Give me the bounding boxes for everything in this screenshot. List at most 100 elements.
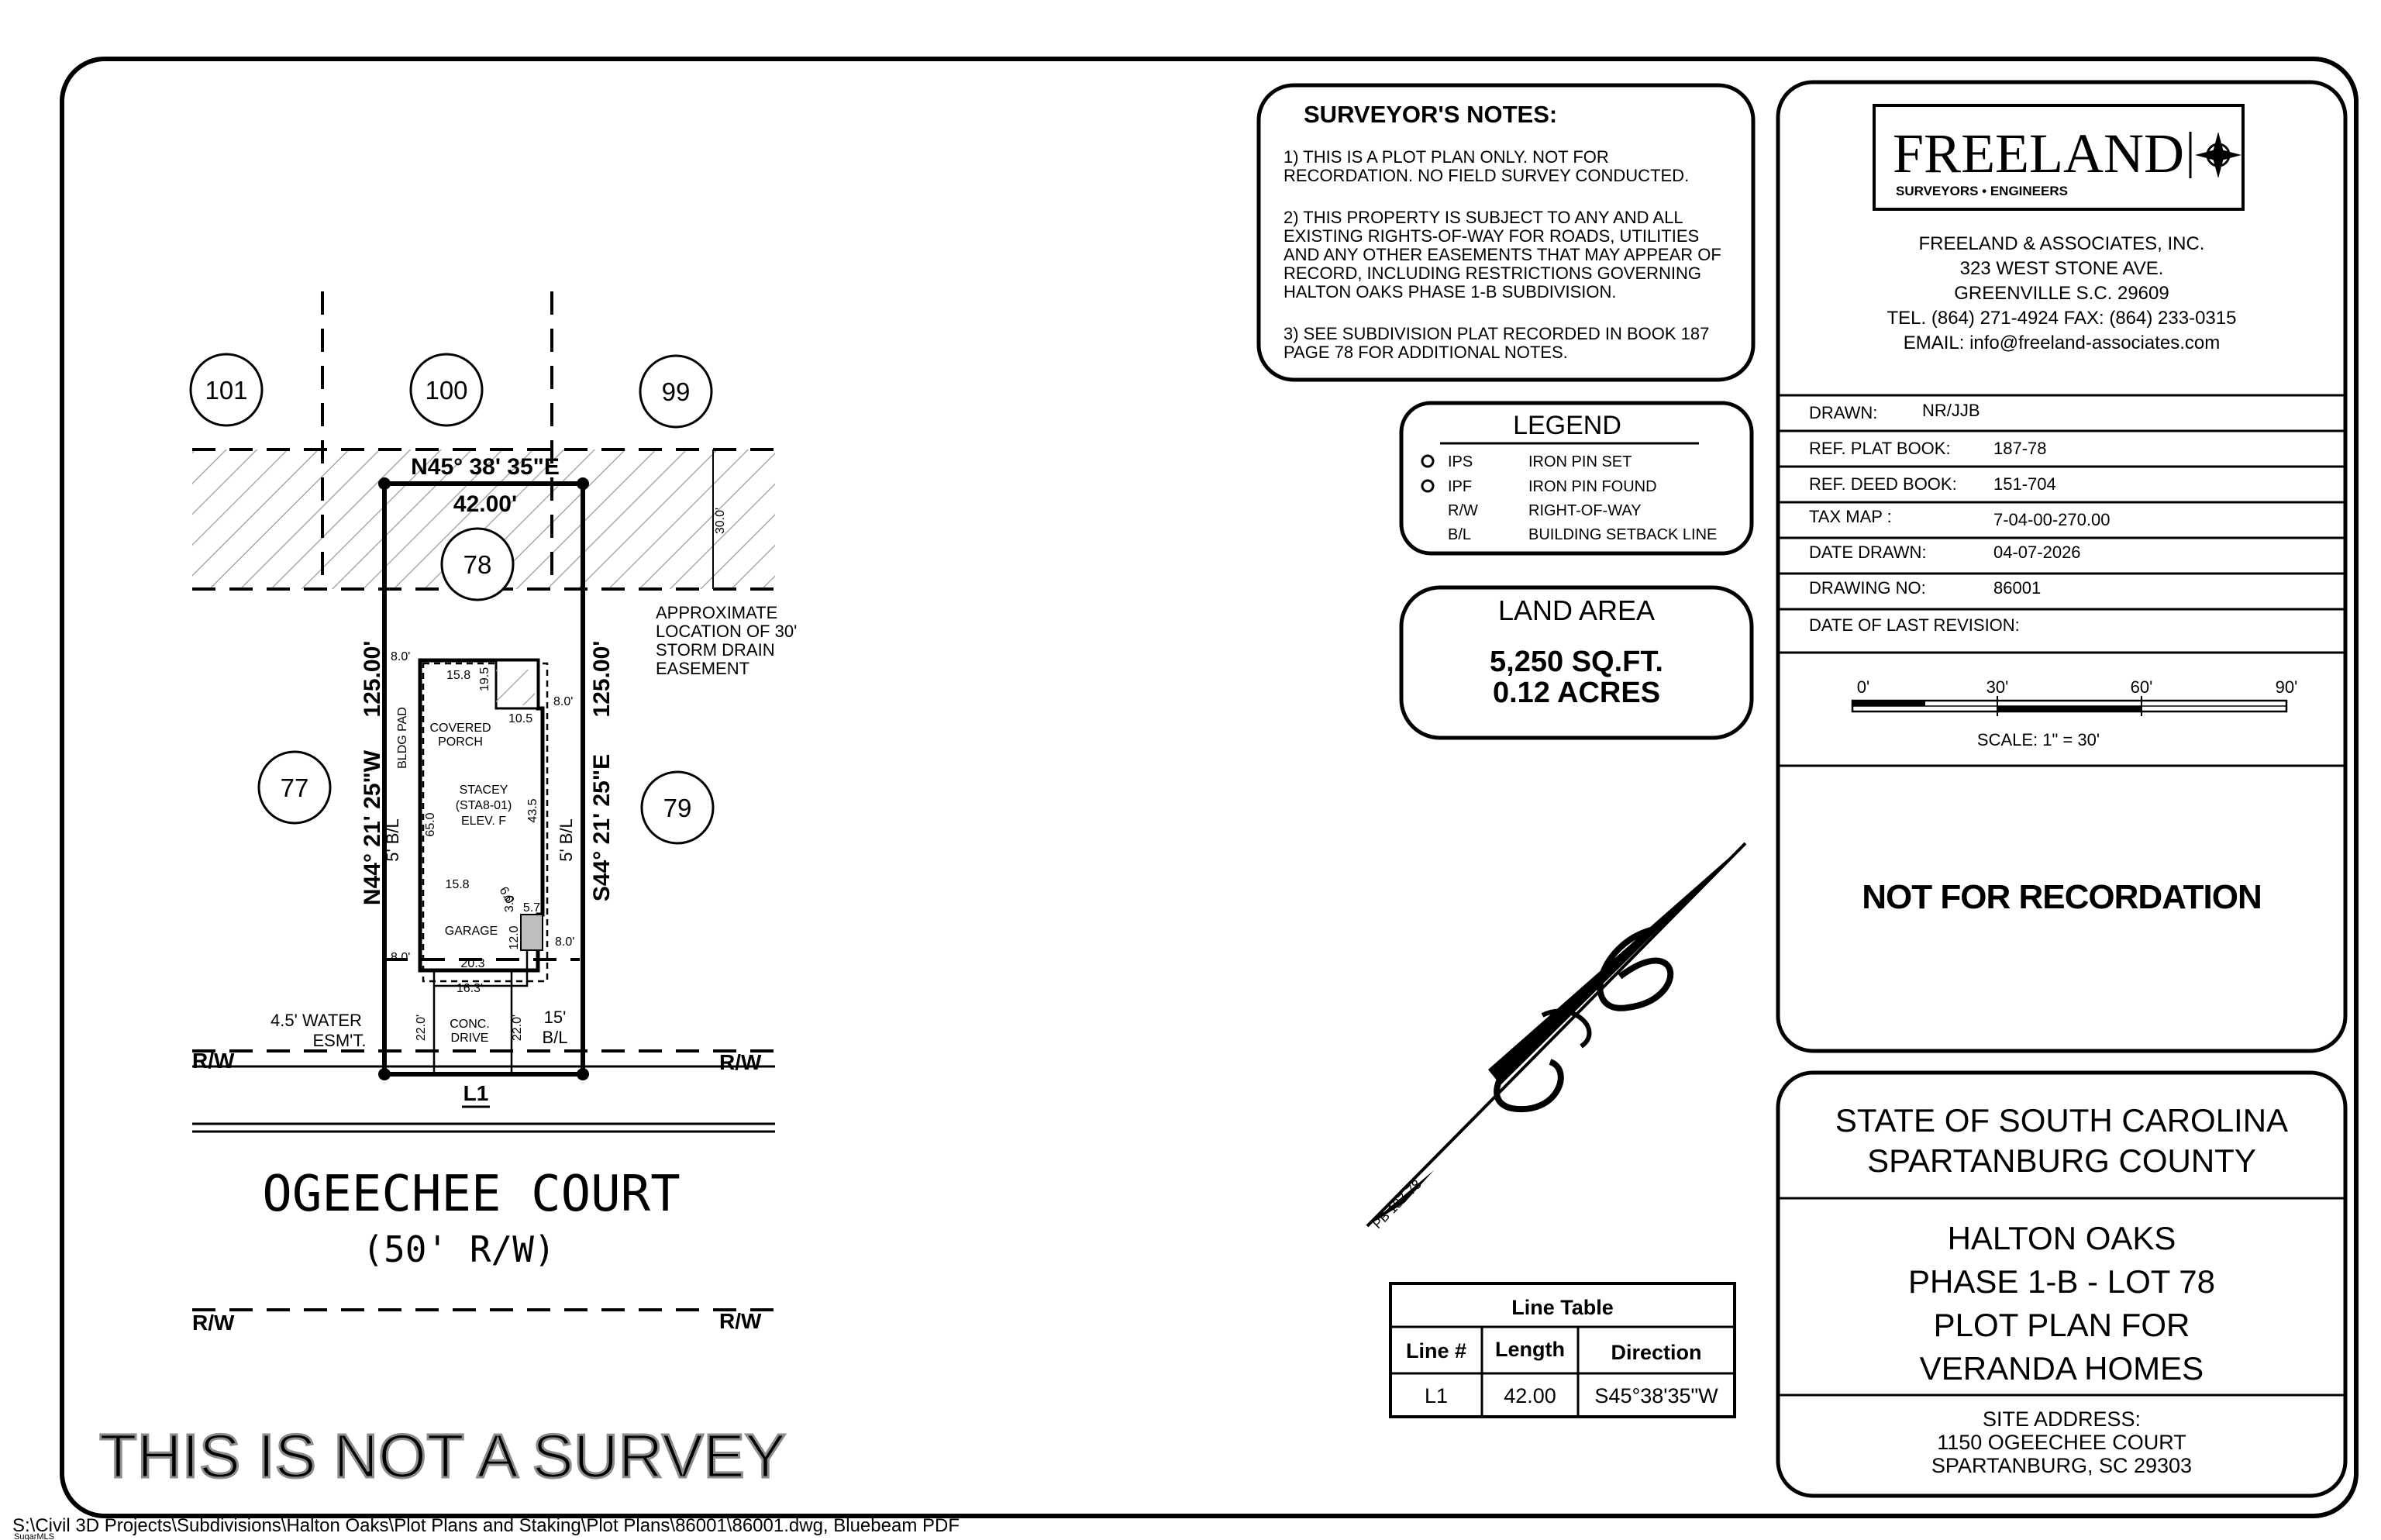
street-name: OGEECHEE COURT xyxy=(262,1166,680,1223)
drawing-info-table xyxy=(1778,394,2345,767)
garage-step xyxy=(520,914,543,951)
info-label-drawn: DRAWN: xyxy=(1809,403,1877,422)
not-a-survey-watermark: THIS IS NOT A SURVEY xyxy=(99,1421,786,1490)
title-block: STATE OF SOUTH CAROLINA SPARTANBURG COUN… xyxy=(1776,1070,2348,1498)
covered-porch-label-2: PORCH xyxy=(438,736,483,749)
iron-pin-found-icon xyxy=(1421,479,1435,493)
surveyors-notes-box: SURVEYOR'S NOTES: 1) THIS IS A PLOT PLAN… xyxy=(1256,83,1756,382)
lot-100-marker xyxy=(409,353,484,427)
line-table-title: Line Table xyxy=(1511,1296,1614,1319)
easement-note-1: APPROXIMATE xyxy=(656,603,777,622)
side-setback-west: 8.0' xyxy=(391,650,410,663)
info-value-deed-book: 151-704 xyxy=(1993,474,2056,494)
easement-note-2: LOCATION OF 30' xyxy=(656,622,797,641)
land-area-acres: 0.12 ACRES xyxy=(1493,677,1660,709)
line-table-cell-length: 42.00 xyxy=(1504,1384,1556,1407)
info-label-last-revision: DATE OF LAST REVISION: xyxy=(1809,615,2020,635)
land-area-sqft: 5,250 SQ.FT. xyxy=(1490,646,1663,678)
site-address-street: 1150 OGEECHEE COURT xyxy=(1937,1431,2186,1454)
title-line-1: HALTON OAKS xyxy=(1948,1220,2176,1256)
firm-street: 323 WEST STONE AVE. xyxy=(1960,258,2164,279)
note-2-line-1: 2) THIS PROPERTY IS SUBJECT TO ANY AND A… xyxy=(1284,208,1683,227)
line-table: Line Table Line # Length Direction L1 42… xyxy=(1389,1282,1736,1418)
legend-sym-ips: IPS xyxy=(1448,453,1473,470)
easement-note-3: STORM DRAIN xyxy=(656,640,775,660)
file-path: S:\Civil 3D Projects\Subdivisions\Halton… xyxy=(12,1515,960,1536)
east-line-bearing: S44° 21' 25"E xyxy=(589,754,615,901)
rw-label-right-2: R/W xyxy=(719,1309,762,1333)
legend-title: LEGEND xyxy=(1513,411,1621,440)
county-line: SPARTANBURG COUNTY xyxy=(1867,1142,2256,1179)
note-3-line-1: 3) SEE SUBDIVISION PLAT RECORDED IN BOOK… xyxy=(1284,324,1709,343)
info-value-drawing-no: 86001 xyxy=(1993,578,2041,598)
line-table-header-length: Length xyxy=(1495,1338,1565,1361)
firm-info-panel: FREELAND SURVEYORS • ENGINEERS FREELAND … xyxy=(1776,80,2348,1053)
scale-tick-30: 30' xyxy=(1986,677,2009,697)
north-line-bearing: N45° 38' 35"E xyxy=(411,454,560,480)
plat-book-reference: PB 187-78 xyxy=(1370,1177,1424,1232)
conc-drive-label-1: CONC. xyxy=(450,1018,490,1031)
legend-box: LEGEND IPS IRON PIN SET IPF IRON PIN FOU… xyxy=(1399,401,1754,556)
dim-19-5: 19.5 xyxy=(478,667,491,691)
rw-label-left: R/W xyxy=(192,1049,235,1073)
scale-tick-90: 90' xyxy=(2276,677,2298,697)
info-label-date-drawn: DATE DRAWN: xyxy=(1809,543,1927,562)
land-area-box: LAND AREA 5,250 SQ.FT. 0.12 ACRES xyxy=(1399,585,1754,740)
scale-tick-60: 60' xyxy=(2131,677,2153,697)
building-pad-setback xyxy=(422,662,549,983)
lot-78-marker xyxy=(440,527,515,601)
lot-101-label: 101 xyxy=(205,376,247,405)
info-label-plat-book: REF. PLAT BOOK: xyxy=(1809,439,1951,458)
info-value-drawn: NR/JJB xyxy=(1922,401,1980,420)
line-table-header-line: Line # xyxy=(1406,1339,1466,1363)
north-arrow-icon: PB 187-78 xyxy=(1366,842,1747,1232)
scale-tick-0: 0' xyxy=(1857,677,1869,697)
east-line-distance: 125.00' xyxy=(589,641,615,718)
building-line-west: 5' B/L xyxy=(383,818,402,862)
iron-pin-markers xyxy=(378,477,589,1080)
lot-101-marker xyxy=(189,353,264,427)
note-1-line-2: RECORDATION. NO FIELD SURVEY CONDUCTED. xyxy=(1284,166,1689,185)
note-2-line-3: AND ANY OTHER EASEMENTS THAT MAY APPEAR … xyxy=(1284,245,1721,264)
rw-label-left-2: R/W xyxy=(192,1311,235,1335)
site-address-label: SITE ADDRESS: xyxy=(1983,1407,2141,1431)
lot-77-marker xyxy=(257,750,332,825)
info-label-drawing-no: DRAWING NO: xyxy=(1809,578,1926,598)
state-line: STATE OF SOUTH CAROLINA xyxy=(1835,1102,2288,1139)
lot-99-label: 99 xyxy=(662,377,691,406)
house-name-2: (STA8-01) xyxy=(456,799,512,812)
side-setback-west-2: 8.0' xyxy=(391,951,410,964)
line-table-cell-direction: S45°38'35"W xyxy=(1594,1384,1718,1407)
scale-bar: 0' 30' 60' 90' SCALE: 1" = 30' xyxy=(1851,677,2298,749)
legend-desc-ips: IRON PIN SET xyxy=(1528,453,1632,470)
info-label-deed-book: REF. DEED BOOK: xyxy=(1809,474,1957,494)
lot-99-marker xyxy=(639,354,713,429)
lot-100-label: 100 xyxy=(425,376,467,405)
easement-note-4: EASEMENT xyxy=(656,659,749,678)
info-value-plat-book: 187-78 xyxy=(1993,439,2047,458)
logo-text: FREELAND xyxy=(1893,122,2184,184)
lot-79-label: 79 xyxy=(663,794,692,822)
dim-65-0: 65.0 xyxy=(424,812,437,836)
dim-12-0: 12.0 xyxy=(508,925,521,949)
covered-porch-label-1: COVERED xyxy=(429,722,491,735)
title-line-3: PLOT PLAN FOR xyxy=(1934,1307,2190,1343)
dim-10-5: 10.5 xyxy=(508,712,532,725)
front-setback-2: B/L xyxy=(542,1028,567,1047)
dim-22-0-a: 22.0' xyxy=(415,1015,428,1041)
title-line-2: PHASE 1-B - LOT 78 xyxy=(1908,1263,2215,1300)
firm-city: GREENVILLE S.C. 29609 xyxy=(1954,283,2169,304)
mls-tag: SugarMLS xyxy=(14,1532,54,1540)
line-table-cell-line: L1 xyxy=(1425,1384,1448,1407)
legend-sym-rw: R/W xyxy=(1448,502,1478,519)
line-table-header-direction: Direction xyxy=(1611,1341,1701,1364)
surveyors-notes-title: SURVEYOR'S NOTES: xyxy=(1304,101,1557,128)
dim-5-7: 5.7 xyxy=(523,901,540,915)
info-value-date-drawn: 04-07-2026 xyxy=(1993,543,2081,562)
note-2-line-2: EXISTING RIGHTS-OF-WAY FOR ROADS, UTILIT… xyxy=(1284,226,1699,246)
not-for-recordation: NOT FOR RECORDATION xyxy=(1862,878,2262,916)
firm-email: EMAIL: info@freeland-associates.com xyxy=(1904,332,2221,353)
note-1-line-1: 1) THIS IS A PLOT PLAN ONLY. NOT FOR xyxy=(1284,147,1609,167)
info-value-tax-map: 7-04-00-270.00 xyxy=(1993,510,2110,529)
